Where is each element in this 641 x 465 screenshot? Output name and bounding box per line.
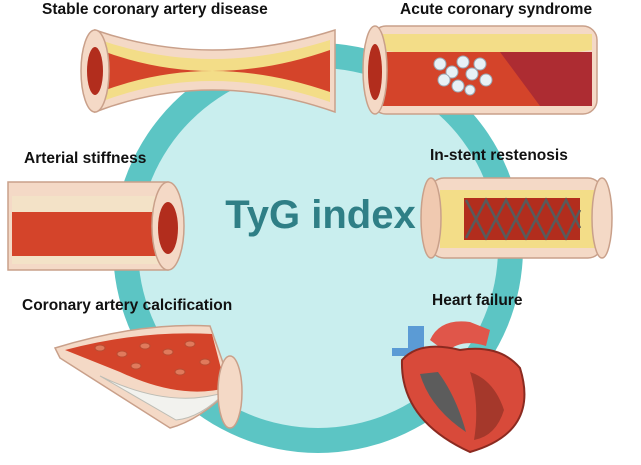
label-calcification: Coronary artery calcification xyxy=(22,297,233,314)
label-heart-failure: Heart failure xyxy=(432,292,523,309)
label-in-stent: In-stent restenosis xyxy=(430,147,568,164)
center-title: TyG index xyxy=(225,193,416,237)
label-stable-cad: Stable coronary artery disease xyxy=(42,1,268,18)
artery-stiff-icon xyxy=(7,181,185,271)
label-arterial-stiffness: Arterial stiffness xyxy=(24,150,147,167)
stent-icon xyxy=(420,177,613,259)
artery-rupture-icon xyxy=(362,25,598,115)
artery-narrowed-icon xyxy=(80,28,336,114)
label-acs: Acute coronary syndrome xyxy=(400,1,593,18)
heart-icon xyxy=(392,321,526,454)
artery-calcified-icon xyxy=(53,324,243,429)
